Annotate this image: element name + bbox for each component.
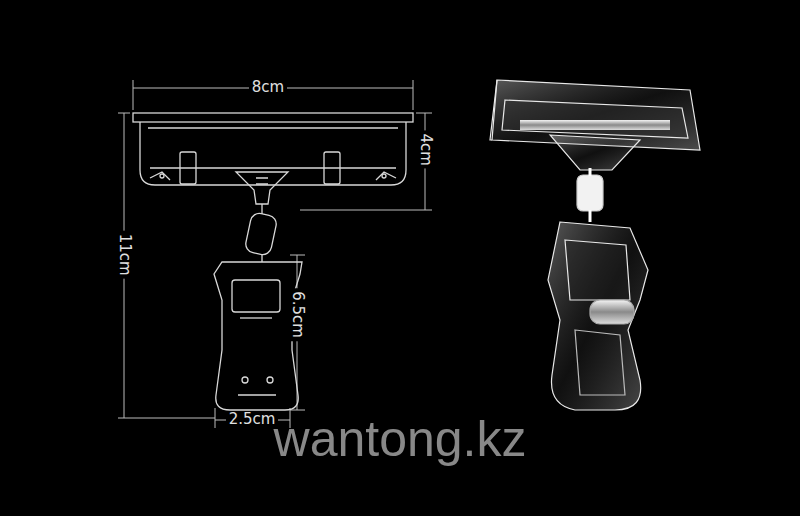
dimension-label: 8cm bbox=[249, 79, 287, 96]
watermark: wantong.kz bbox=[274, 411, 527, 469]
dimension-label: 11cm bbox=[115, 231, 132, 279]
dimension-label: 4cm bbox=[416, 131, 433, 169]
dimension-label: 6.5cm bbox=[288, 289, 305, 342]
dimension-label: 2.5cm bbox=[226, 411, 279, 428]
